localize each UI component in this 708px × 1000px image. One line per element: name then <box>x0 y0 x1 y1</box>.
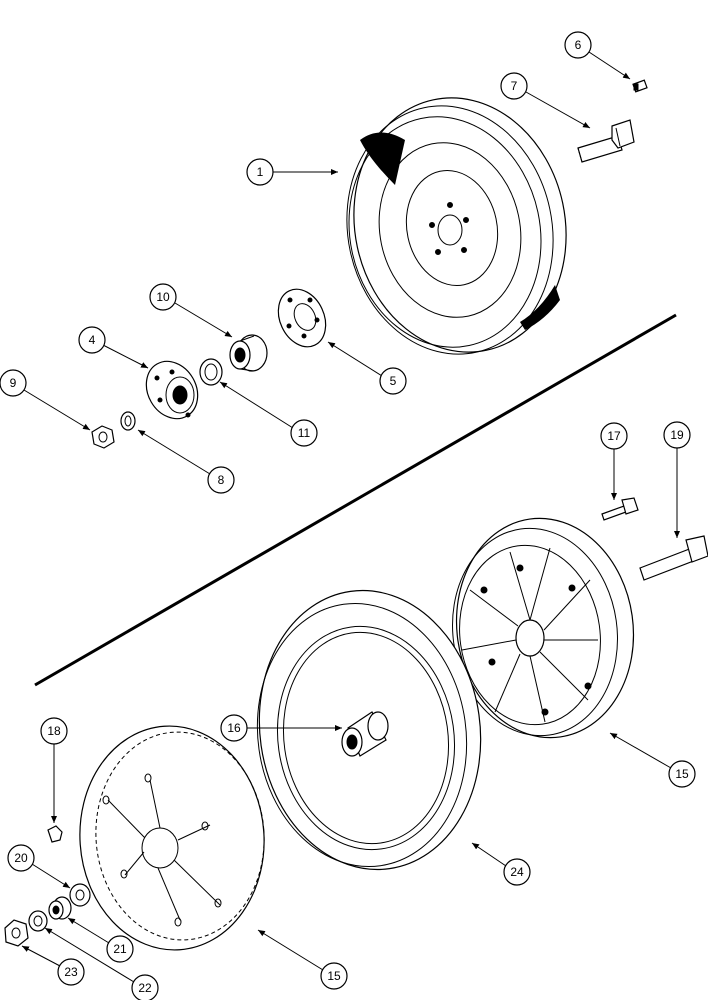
small-bolt <box>632 79 648 93</box>
wheel-rim <box>346 97 567 355</box>
hub <box>145 360 199 420</box>
callout-label: 22 <box>138 981 152 995</box>
callout-label: 18 <box>47 724 61 738</box>
hex-bolt <box>577 119 635 163</box>
callout-15-lower: 15 <box>257 929 348 990</box>
callout-19: 19 <box>663 421 691 538</box>
section-divider-line <box>34 313 677 687</box>
small-nut <box>47 825 63 843</box>
callout-label: 15 <box>675 767 689 781</box>
callout-label: 23 <box>64 965 78 979</box>
disk-cover <box>79 725 265 951</box>
callout-23: 23 <box>21 945 85 986</box>
callout-label: 9 <box>10 376 17 390</box>
callout-17: 17 <box>600 422 628 500</box>
callout-11: 11 <box>219 381 318 447</box>
callout-1: 1 <box>246 158 338 186</box>
callout-label: 19 <box>670 428 684 442</box>
callout-9: 9 <box>0 369 91 431</box>
callout-20: 20 <box>7 844 71 889</box>
callout-10: 10 <box>149 283 233 338</box>
callout-label: 7 <box>511 79 518 93</box>
callout-16: 16 <box>220 714 342 742</box>
callout-label: 20 <box>14 851 28 865</box>
long-bolt <box>639 535 708 581</box>
callout-label: 5 <box>390 374 397 388</box>
callout-15-upper: 15 <box>609 732 696 788</box>
callout-6: 6 <box>564 31 631 80</box>
callout-label: 16 <box>227 721 241 735</box>
callout-5: 5 <box>327 341 407 395</box>
callout-label: 4 <box>89 333 96 347</box>
callout-label: 24 <box>510 865 524 879</box>
callout-21: 21 <box>67 917 134 963</box>
callout-4: 4 <box>78 326 149 369</box>
hex-nut <box>91 425 115 449</box>
callout-label: 11 <box>298 426 311 440</box>
callout-label: 17 <box>607 429 621 443</box>
flange-plate <box>277 288 327 348</box>
hex-nut-23 <box>4 919 29 947</box>
callout-label: 1 <box>257 165 264 179</box>
callout-label: 21 <box>113 942 127 956</box>
callout-label: 10 <box>156 290 170 304</box>
lock-washer-22 <box>28 910 48 932</box>
callout-8: 8 <box>137 429 235 494</box>
callout-22: 22 <box>44 927 159 1000</box>
spoked-wheel-half <box>452 517 635 739</box>
spacer-ring <box>199 358 223 386</box>
lock-washer <box>120 411 136 431</box>
bearing <box>229 334 268 372</box>
callout-18: 18 <box>40 717 68 823</box>
bolt-17 <box>601 497 639 521</box>
callout-24: 24 <box>471 842 531 886</box>
spacer <box>48 896 72 920</box>
callout-label: 6 <box>575 38 582 52</box>
callout-label: 15 <box>327 969 341 983</box>
flat-washer <box>69 883 91 907</box>
callout-label: 8 <box>218 473 225 487</box>
wheel-hub-bearing <box>341 711 389 757</box>
callout-7: 7 <box>500 72 591 129</box>
